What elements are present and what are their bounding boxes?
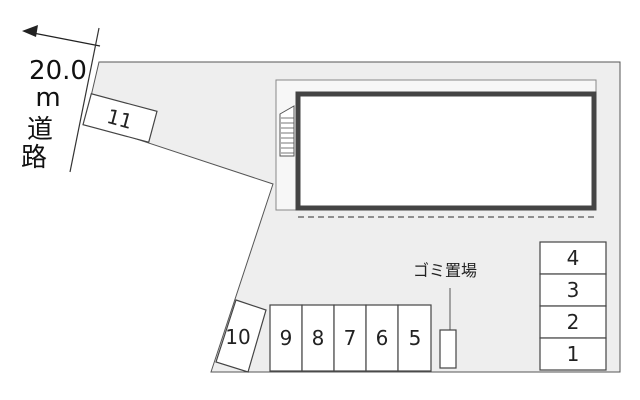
garbage-area: ゴミ置場 bbox=[413, 261, 477, 369]
parking-space-7-label: 7 bbox=[344, 326, 357, 350]
parking-space-8-label: 8 bbox=[312, 326, 325, 350]
parking-space-6-label: 6 bbox=[376, 326, 389, 350]
parking-space-11: 11 bbox=[82, 93, 158, 143]
parking-space-1-label: 1 bbox=[567, 342, 580, 366]
road-width-label: 20.0 bbox=[29, 56, 87, 86]
parking-column-right: 4 3 2 1 bbox=[539, 241, 607, 371]
building bbox=[295, 91, 597, 211]
parking-space-4-label: 4 bbox=[567, 246, 580, 270]
road-unit-label: m bbox=[35, 83, 60, 113]
garbage-bin-icon bbox=[439, 329, 457, 369]
parking-space-10: 10 bbox=[215, 299, 267, 373]
garbage-area-label: ゴミ置場 bbox=[413, 261, 477, 280]
parking-space-9-label: 9 bbox=[280, 326, 293, 350]
road-arrow bbox=[22, 25, 101, 47]
parking-row-bottom: 9 8 7 6 5 bbox=[269, 304, 432, 372]
stairs-icon bbox=[279, 105, 295, 157]
road-edge-line bbox=[69, 27, 100, 173]
parking-space-10-label: 10 bbox=[225, 325, 250, 349]
parking-space-2-label: 2 bbox=[567, 310, 580, 334]
road-name-char-1: 道 bbox=[27, 115, 53, 145]
parking-space-5-label: 5 bbox=[409, 326, 422, 350]
parking-space-3-label: 3 bbox=[567, 278, 580, 302]
road-name-char-2: 路 bbox=[21, 143, 47, 173]
